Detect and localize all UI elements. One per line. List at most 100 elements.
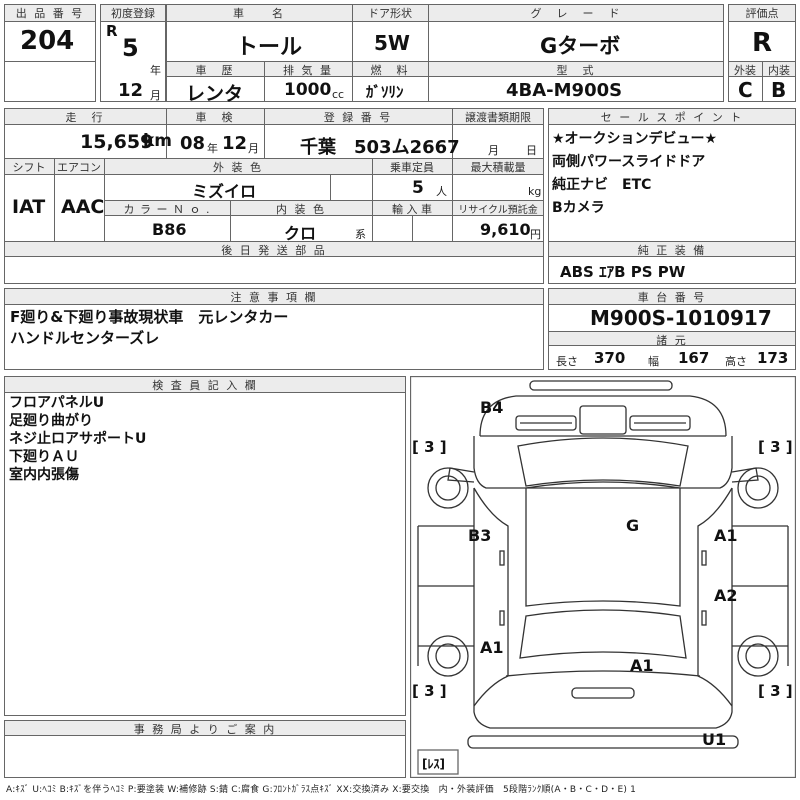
damage-mark-u1: U1 <box>702 730 727 749</box>
vehicle-info-box <box>4 108 544 284</box>
notes-box <box>4 288 544 370</box>
capacity-unit: 人 <box>436 185 447 198</box>
inspection-year-unit: 年 <box>207 142 218 155</box>
car-name-label: 車 名 <box>233 7 285 20</box>
transfer-day-unit: 日 <box>526 144 537 157</box>
reg-year: 5 <box>122 34 139 62</box>
sales-line: Bカメラ <box>552 200 605 216</box>
fuel-label: 燃 料 <box>370 64 410 77</box>
transfer-label: 譲渡書類期限 <box>465 111 531 124</box>
office-box <box>4 720 406 778</box>
notes-label: 注 意 事 項 欄 <box>230 291 318 304</box>
month-unit: 月 <box>150 89 161 102</box>
score: R <box>752 28 773 58</box>
tire-front-left: [ 3 ] <box>412 438 447 456</box>
fuel: ｶﾞｿﾘﾝ <box>366 83 404 101</box>
notes-line: ハンドルセンターズレ <box>10 329 160 347</box>
color-no-label: カ ラ ー Ｎ ｏ . <box>123 203 211 216</box>
height: 173 <box>757 349 789 367</box>
year-unit: 年 <box>150 64 161 77</box>
exterior-label: 外装 <box>734 64 756 77</box>
damage-mark-g: G <box>626 516 640 535</box>
chassis-box <box>548 288 796 370</box>
sales-line: 純正ナビ ETC <box>552 177 652 193</box>
door-label: ドア形状 <box>368 7 412 20</box>
car-diagram: B4 G B3 A1 A2 A1 A1 U1 [ 3 ] [ 3 ] [ 3 ]… <box>410 376 796 778</box>
damage-mark-b4: B4 <box>480 398 504 417</box>
legend: A:ｷｽﾞ U:ﾍｺﾐ B:ｷｽﾞを伴うﾍｺﾐ P:要塗装 W:補修跡 S:錆 … <box>6 785 637 795</box>
inspector-box <box>4 376 406 716</box>
height-label: 高さ <box>725 355 747 368</box>
ext-color-label: 外 装 色 <box>213 161 263 174</box>
displacement-unit: cc <box>332 88 345 101</box>
dims-label: 諸 元 <box>656 334 688 347</box>
lot-number: 204 <box>20 26 75 56</box>
sales-points: ★オークションデビュー★ 両側パワースライドドア 純正ナビ ETC Bカメラ <box>552 128 717 220</box>
capacity-label: 乗車定員 <box>390 161 434 174</box>
inspection-month-unit: 月 <box>248 142 259 155</box>
mileage-unit: km <box>143 131 173 151</box>
load-label: 最大積載量 <box>470 161 526 174</box>
inspection-label: 車 検 <box>195 111 235 124</box>
shift: IAT <box>12 196 46 218</box>
sales-label: セ ー ル ス ポ イ ン ト <box>600 111 744 124</box>
interior-label: 内装 <box>768 64 790 77</box>
color-no: B86 <box>152 220 187 239</box>
notes-text: F廻り&下廻り事故現状車 元レンタカー ハンドルセンターズレ <box>10 307 288 349</box>
car-name: トール <box>236 35 303 60</box>
history: レンタ <box>186 83 244 105</box>
ac: AAC <box>61 196 105 218</box>
tire-rear-left: [ 3 ] <box>412 682 447 700</box>
exterior-grade: C <box>738 78 753 102</box>
model: 4BA-M900S <box>506 80 623 101</box>
inspector-line: ネジ止ロアサポートU <box>9 431 147 447</box>
inspector-line: 室内内張傷 <box>9 467 79 483</box>
damage-mark-a1-left: A1 <box>480 638 504 657</box>
recycle-fee: 9,610 <box>480 220 531 239</box>
car-outline <box>410 376 796 778</box>
displacement: 1000 <box>284 80 332 100</box>
grade-label: グ レ ー ド <box>530 7 622 20</box>
history-label: 車 歴 <box>195 64 235 77</box>
displacement-label: 排 気 量 <box>283 64 333 77</box>
damage-mark-a1-bottom: A1 <box>630 656 654 675</box>
tire-rear-right: [ 3 ] <box>758 682 793 700</box>
chassis-label: 車 台 番 号 <box>637 291 707 304</box>
sales-line: ★オークションデビュー★ <box>552 131 718 147</box>
door-type: 5W <box>374 31 410 55</box>
registration-number: 千葉 503ム2667 <box>300 137 460 158</box>
first-reg-label: 初度登録 <box>111 7 155 20</box>
first-reg-box <box>100 4 166 102</box>
recycle-label: リサイクル預託金 <box>458 205 538 216</box>
width: 167 <box>678 349 710 367</box>
inspector-line: 足廻り曲がり <box>9 413 93 429</box>
equipment-label: 純 正 装 備 <box>637 244 707 257</box>
ext-color: ミズイロ <box>192 182 257 201</box>
main-header-box <box>166 4 724 102</box>
spare-tire: [ﾚｽ] <box>422 757 445 771</box>
interior-grade: B <box>771 78 787 102</box>
length-label: 長さ <box>556 355 578 368</box>
model-label: 型 式 <box>556 64 596 77</box>
recycle-unit: 円 <box>530 228 541 241</box>
sales-line: 両側パワースライドドア <box>552 154 706 170</box>
capacity: 5 <box>412 178 424 198</box>
inspector-line: 下廻りＡＵ <box>9 449 79 465</box>
office-label: 事 務 局 よ り ご 案 内 <box>133 723 277 736</box>
reg-label: 登 録 番 号 <box>323 111 393 124</box>
width-label: 幅 <box>648 355 659 368</box>
shift-label: シフト <box>12 161 46 174</box>
reg-month: 12 <box>118 80 144 101</box>
inspection-month: 12 <box>222 133 248 154</box>
chassis-number: M900S-1010917 <box>590 306 772 330</box>
inspection-year: 08 <box>180 133 206 154</box>
ac-label: エアコン <box>57 161 101 174</box>
lot-label: 出 品 番 号 <box>15 7 85 20</box>
transfer-month-unit: 月 <box>488 144 499 157</box>
mileage-label: 走 行 <box>65 111 105 124</box>
tire-front-right: [ 3 ] <box>758 438 793 456</box>
int-color: クロ <box>284 224 317 243</box>
inspector-line: フロアパネルU <box>9 395 105 411</box>
equipment: ABS ｴｱB PS PW <box>560 263 686 281</box>
damage-mark-a1-right: A1 <box>714 526 738 545</box>
